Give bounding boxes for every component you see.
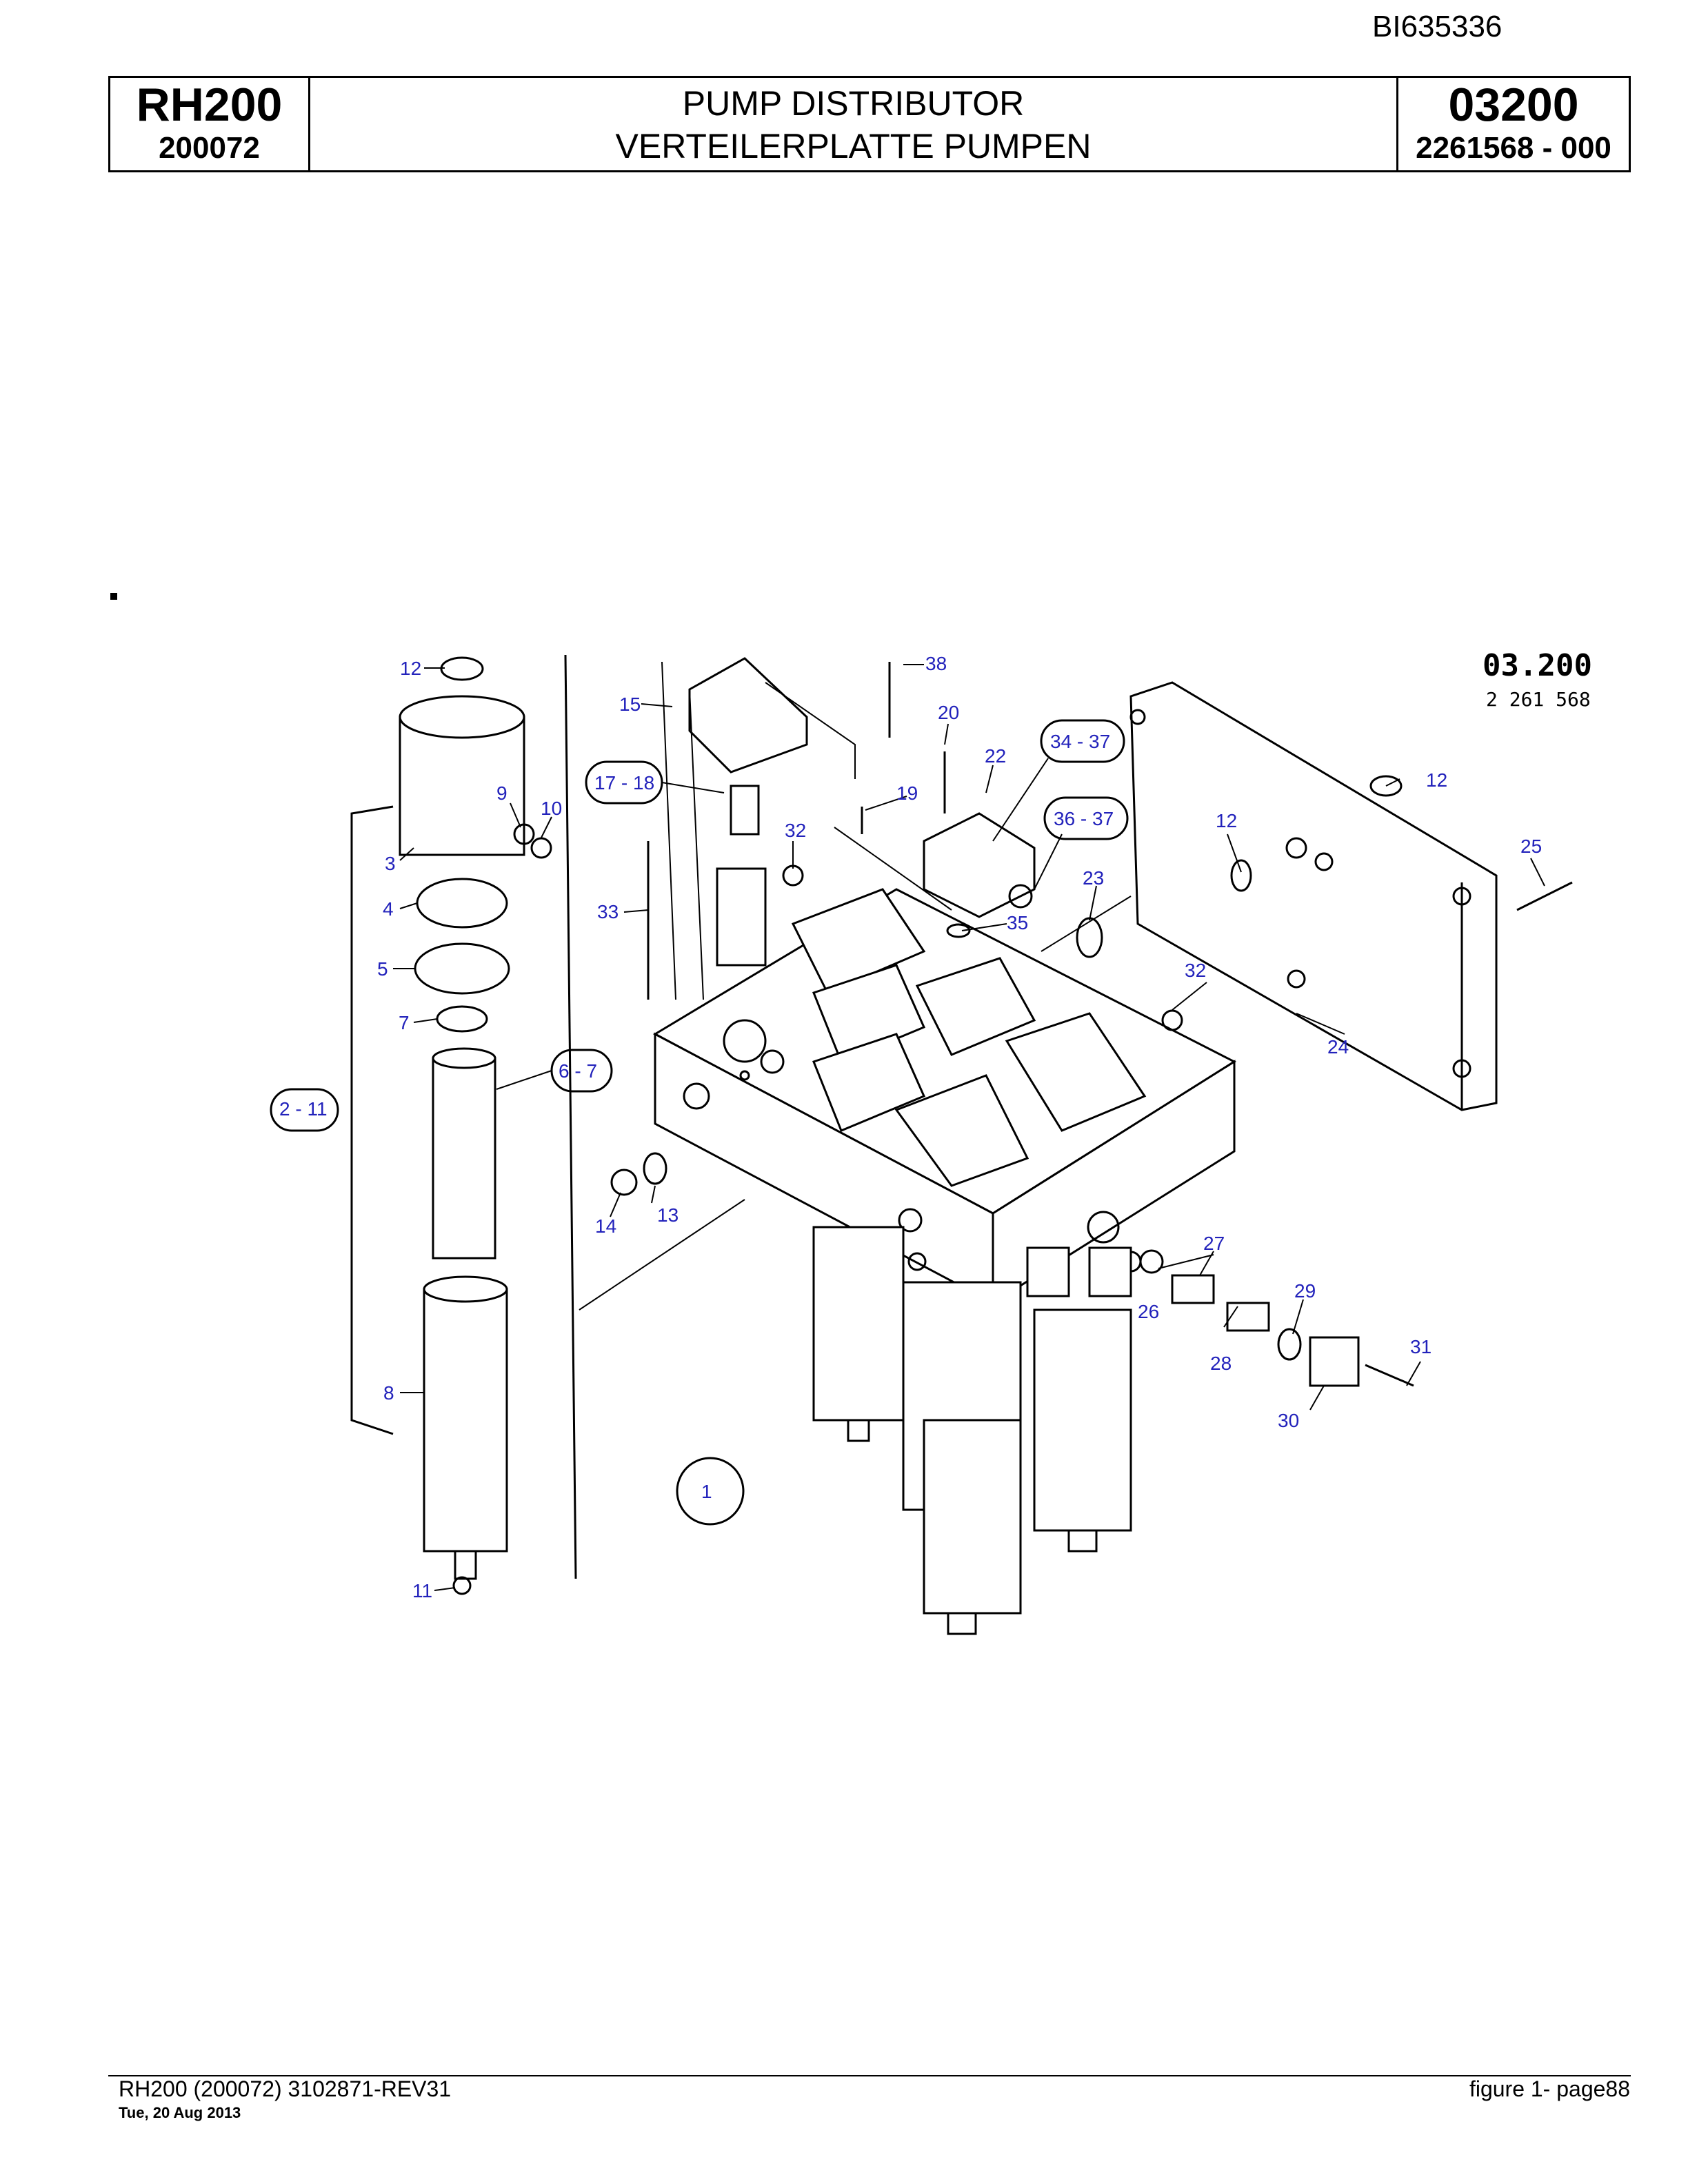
callout-29: 29 [1294, 1280, 1316, 1302]
header-model-cell: RH200 200072 [110, 78, 310, 170]
callout-35: 35 [1007, 912, 1028, 933]
header-title-cell: PUMP DISTRIBUTOR VERTEILERPLATTE PUMPEN [310, 78, 1398, 170]
serial-number: 200072 [159, 131, 260, 165]
top-valve-parts [579, 657, 1183, 1311]
left-filter-assembly [350, 654, 577, 1580]
model-name: RH200 [136, 79, 283, 131]
header-group-cell: 03200 2261568 - 000 [1398, 78, 1629, 170]
callout-19: 19 [896, 782, 918, 804]
callout-12-ring: 12 [1216, 810, 1237, 831]
footer-document-ref: RH200 (200072) 3102871-REV31 [119, 2076, 452, 2101]
callout-33: 33 [597, 901, 619, 922]
callout-23: 23 [1083, 867, 1104, 889]
callout-38: 38 [925, 653, 947, 674]
header-table: RH200 200072 PUMP DISTRIBUTOR VERTEILERP… [108, 76, 1631, 172]
callout-36-37: 36 - 37 [1054, 808, 1114, 829]
callout-30: 30 [1278, 1410, 1299, 1431]
callout-27: 27 [1203, 1233, 1225, 1254]
callout-9: 9 [496, 782, 508, 804]
callout-34-37: 34 - 37 [1050, 731, 1110, 752]
callout-17-18: 17 - 18 [594, 772, 654, 793]
filter-housings [812, 1226, 1132, 1635]
cover-plate [1129, 681, 1573, 1111]
callout-32-top: 32 [785, 820, 806, 841]
callout-6-7: 6 - 7 [559, 1060, 597, 1082]
callout-14: 14 [595, 1215, 616, 1237]
callout-8: 8 [383, 1382, 394, 1404]
callout-28: 28 [1210, 1353, 1232, 1374]
callout-2-11: 2 - 11 [279, 1098, 328, 1120]
callout-3: 3 [385, 853, 396, 874]
callout-20: 20 [938, 702, 959, 723]
callout-13: 13 [657, 1204, 679, 1226]
callout-11: 11 [412, 1580, 432, 1601]
footer-page-ref: figure 1- page88 [1469, 2076, 1630, 2101]
footer-rule [108, 2075, 1631, 2076]
callout-12-top-left: 12 [400, 658, 421, 679]
title-german: VERTEILERPLATTE PUMPEN [615, 127, 1092, 165]
callout-15: 15 [619, 694, 641, 715]
callout-4: 4 [383, 898, 394, 920]
drawing-stamp-group: 03.200 [1483, 648, 1592, 683]
title-english: PUMP DISTRIBUTOR [682, 84, 1025, 123]
callout-5: 5 [377, 958, 388, 980]
callout-1: 1 [701, 1481, 712, 1502]
group-number: 03200 [1448, 79, 1579, 131]
callout-32-right: 32 [1185, 960, 1206, 981]
stray-mark [110, 593, 117, 600]
callout-7: 7 [399, 1012, 410, 1033]
right-side-parts [1026, 1246, 1414, 1387]
document-id: BI635336 [1372, 10, 1503, 43]
callout-outlines [270, 719, 1129, 1526]
drawing-stamp-part: 2 261 568 [1486, 688, 1591, 711]
leader-lines [393, 664, 1545, 1591]
callout-26: 26 [1138, 1301, 1159, 1322]
callout-24: 24 [1327, 1036, 1349, 1058]
plugs [452, 1152, 667, 1595]
callout-31: 31 [1410, 1336, 1431, 1357]
callout-10: 10 [541, 798, 562, 819]
footer-date: Tue, 20 Aug 2013 [119, 2104, 241, 2121]
callout-12-plate: 12 [1426, 769, 1447, 791]
part-number: 2261568 - 000 [1416, 131, 1611, 165]
callout-22: 22 [985, 745, 1006, 767]
callout-25: 25 [1520, 836, 1542, 857]
distributor-block [652, 888, 1237, 1305]
